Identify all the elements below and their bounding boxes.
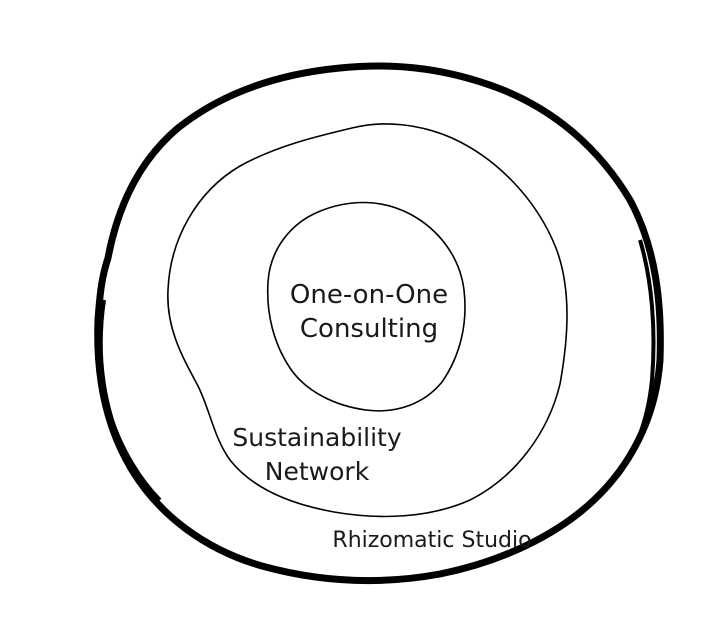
inner-ring-label-line2: Consulting: [300, 314, 438, 344]
middle-ring-label-line2: Network: [265, 457, 370, 486]
outer-ring-heavy-left: [98, 299, 162, 502]
outer-ring-heavy-top: [189, 66, 351, 120]
outer-ring-label: Rhizomatic Studio: [332, 528, 531, 553]
inner-ring-label-line1: One-on-One: [290, 280, 448, 310]
outer-ring-heavy-right: [616, 239, 656, 478]
inner-ring: [266, 201, 466, 412]
middle-ring: [167, 123, 568, 518]
middle-ring-label-line1: Sustainability: [232, 423, 401, 452]
